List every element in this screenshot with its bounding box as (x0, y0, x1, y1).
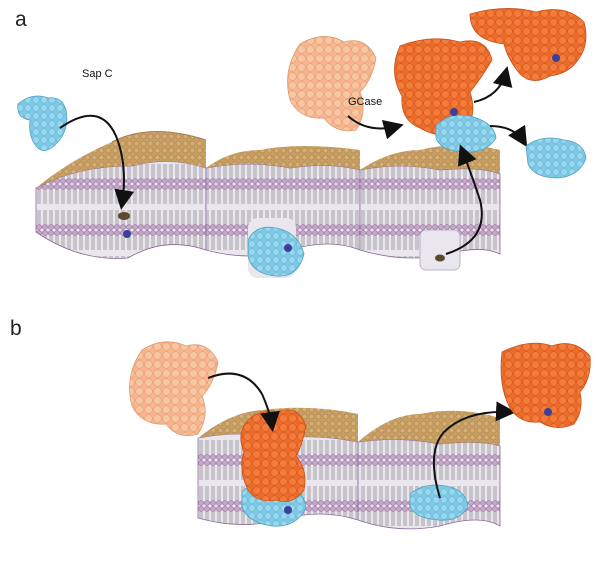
gcase-bound (240, 409, 307, 514)
arrow-gcase-to-complex (347, 115, 404, 140)
sapc-released (525, 137, 587, 179)
arrow-gcase-to-membrane-b (207, 372, 280, 432)
panel-letter-b: b (10, 317, 22, 340)
sapc-blue-cluster (247, 226, 305, 277)
membrane-a3 (359, 145, 501, 271)
panel-letter-a: a (15, 8, 27, 31)
sapc-free (17, 95, 68, 151)
arrow-sapc-to-membrane (59, 114, 135, 210)
arrow-complex-to-free-sapc (489, 124, 528, 148)
arrow-membrane-to-complex (445, 144, 483, 255)
membrane-a2 (205, 146, 361, 278)
arrow-complex-to-free-gcase (473, 66, 513, 103)
membrane-b2 (357, 410, 501, 530)
gcase-inactive-b (129, 341, 219, 437)
gcase-active-free-b (500, 342, 591, 428)
gcase-active-complex (394, 38, 497, 153)
arrow-membrane-to-free-gcase-b (432, 401, 516, 499)
gcase-inactive (287, 36, 377, 132)
label-sap-c: Sap C (82, 68, 113, 80)
label-gcase: GCase (348, 96, 382, 108)
gcase-active-free (469, 8, 587, 81)
